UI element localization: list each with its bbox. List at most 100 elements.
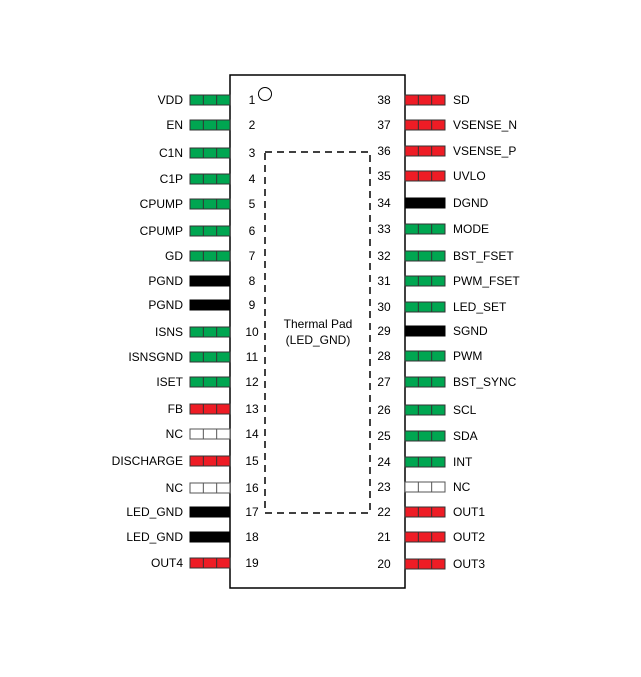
thermal-pad-sublabel: (LED_GND) [286,333,351,347]
pin-12-name: ISET [156,375,183,389]
pin-33-number: 33 [377,222,391,236]
pin-7-name: GD [165,249,183,263]
pin-30-number: 30 [377,300,391,314]
pin-24-lead [404,456,446,468]
pin-17-number: 17 [245,505,259,519]
pin-27-name: BST_SYNC [453,375,517,389]
pin-19-number: 19 [245,556,259,570]
pin-10-lead [189,326,231,338]
pin-14-name: NC [166,427,184,441]
pin-6-lead [189,225,231,237]
thermal-pad [264,151,371,514]
pin-11-number: 11 [246,350,259,364]
pin-14: NC 14 [166,427,259,441]
pin-28: PWM 28 [377,349,482,363]
pin-16-name: NC [166,481,184,495]
pin-36-name: VSENSE_P [453,144,516,158]
pin-18-lead [189,531,231,543]
pin-32-lead [404,250,446,262]
pin-12-lead [189,376,231,388]
pin-31-number: 31 [377,274,391,288]
pin-26-name: SCL [453,403,477,417]
pin-13-name: FB [168,402,183,416]
pin-19-lead [189,557,231,569]
pin-15-lead [189,455,231,467]
pin-7-lead [189,250,231,262]
pin-15: DISCHARGE 15 [112,454,259,468]
pin-20-number: 20 [377,557,391,571]
pin-26: SCL 26 [377,403,476,417]
pin-15-name: DISCHARGE [112,454,183,468]
pin-37-lead [404,119,446,131]
pin-7-number: 7 [249,249,256,263]
pin-28-name: PWM [453,349,482,363]
pin-21-lead [404,531,446,543]
pin-30-lead [404,301,446,313]
pin-12-number: 12 [245,375,259,389]
pin-36-number: 36 [377,144,391,158]
pin-21-name: OUT2 [453,530,485,544]
pin-26-number: 26 [377,403,391,417]
pin-34-number: 34 [377,196,391,210]
chip-body [229,74,406,589]
pin-8-name: PGND [148,274,183,288]
pin-9-lead [189,299,231,311]
pin-13-lead [189,403,231,415]
pin-1-lead [189,94,231,106]
pin-3-lead [189,147,231,159]
pin-6-name: CPUMP [140,224,183,238]
pin-34-name: DGND [453,196,489,210]
pin-36-lead [404,145,446,157]
right-pin-column: SD38VSENSE_N37VSENSE_P36UVLO35DGND34MODE… [377,93,520,571]
pin-24-name: INT [453,455,473,469]
pin-10-number: 10 [245,325,259,339]
pin-8-number: 8 [249,274,256,288]
pin-28-number: 28 [377,349,391,363]
pin-9-number: 9 [249,298,256,312]
pin-38-name: SD [453,93,470,107]
pin-21: OUT2 21 [377,530,485,544]
pin-18-name: LED_GND [126,530,183,544]
pin-36: VSENSE_P 36 [377,144,516,158]
pin-37-name: VSENSE_N [453,118,517,132]
pin-14-number: 14 [245,427,259,441]
pin-33-lead [404,223,446,235]
pin-27-lead [404,376,446,388]
pin-37: VSENSE_N37 [377,118,517,132]
pin-5-name: CPUMP [140,197,183,211]
pin-2-name: EN [166,118,183,132]
pin-31-name: PWM_FSET [453,274,520,288]
pin-25-number: 25 [377,429,391,443]
pin-15-number: 15 [245,454,259,468]
pin-31-lead [404,275,446,287]
pin-6-number: 6 [249,224,256,238]
pin-25-name: SDA [453,429,478,443]
pin-2: EN 2 [166,118,255,132]
pin-12: ISET 12 [156,375,259,389]
pin-32-name: BST_FSET [453,249,514,263]
pin-9-name: PGND [148,298,183,312]
pin-13: FB 13 [168,402,259,416]
pin-8-lead [189,275,231,287]
pin-21-number: 21 [377,530,391,544]
pin-20-lead [404,558,446,570]
pin-23-name: NC [453,480,471,494]
pin-2-number: 2 [249,118,256,132]
pin-13-number: 13 [245,402,259,416]
pin-35-name: UVLO [453,169,486,183]
pin-38-lead [404,94,446,106]
